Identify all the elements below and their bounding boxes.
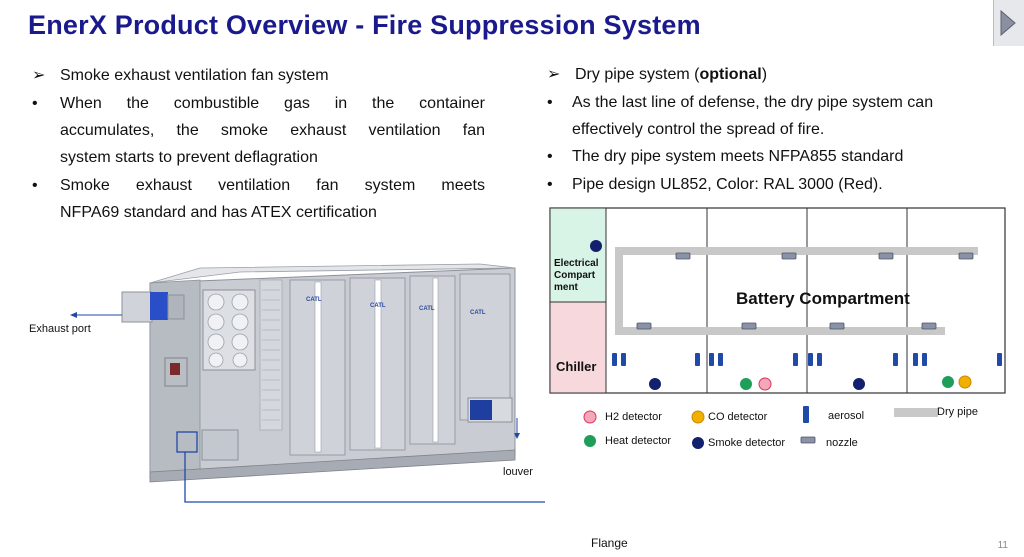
chiller-label: Chiller [556, 359, 597, 374]
dot-bullet-icon: • [32, 95, 38, 112]
aerosol-icon [803, 406, 809, 423]
heat-detector-icon [584, 435, 596, 447]
legend-h2: H2 detector [605, 411, 662, 423]
exhaust-port-label: Exhaust port [29, 323, 91, 335]
smoke-detector-icon [692, 437, 704, 449]
dot-bullet-icon: • [547, 176, 553, 193]
legend-smoke: Smoke detector [708, 437, 786, 449]
co-detector-icon [691, 410, 705, 424]
page-title: EnerX Product Overview - Fire Suppressio… [28, 10, 701, 40]
triangle-icon [1000, 10, 1016, 36]
legend-aerosol: aerosol [828, 410, 865, 422]
dot-bullet-icon: • [547, 94, 553, 111]
louver-label: louver [503, 466, 533, 478]
container-illustration: CATL CATL CATL CATL [70, 263, 545, 503]
right-bullet-1: • As the last line of defense, the dry p… [547, 89, 997, 144]
arrow-bullet-icon: ➢ [547, 66, 561, 83]
brand-label: CATL [419, 306, 435, 312]
left-bullet-2: • Smoke exhaust ventilation fan system m… [32, 172, 485, 227]
dot-bullet-icon: • [547, 148, 553, 165]
h2-detector-icon [583, 410, 597, 424]
electrical-compartment-label: Electrical Compart ment [554, 258, 599, 293]
compartment-diagram [549, 207, 1006, 394]
brand-label: CATL [470, 310, 486, 316]
page-number: 11 [997, 540, 1008, 551]
legend-nozzle: nozzle [826, 437, 858, 449]
nav-corner[interactable] [993, 0, 1024, 46]
legend-heat: Heat detector [605, 435, 672, 447]
left-bullet-1: • When the combustible gas in the contai… [32, 90, 485, 172]
brand-label: CATL [370, 303, 386, 309]
brand-label: CATL [306, 297, 322, 303]
legend-symbols [583, 406, 938, 449]
battery-compartment-label: Battery Compartment [736, 289, 910, 308]
arrow-bullet-icon: ➢ [32, 67, 46, 84]
dot-bullet-icon: • [32, 177, 38, 194]
flange-label: Flange [591, 536, 628, 550]
dry-pipe-icon [894, 408, 938, 417]
nozzle-icon [800, 436, 816, 444]
legend-co: CO detector [708, 411, 768, 423]
legend-dry-pipe: Dry pipe [937, 406, 978, 418]
